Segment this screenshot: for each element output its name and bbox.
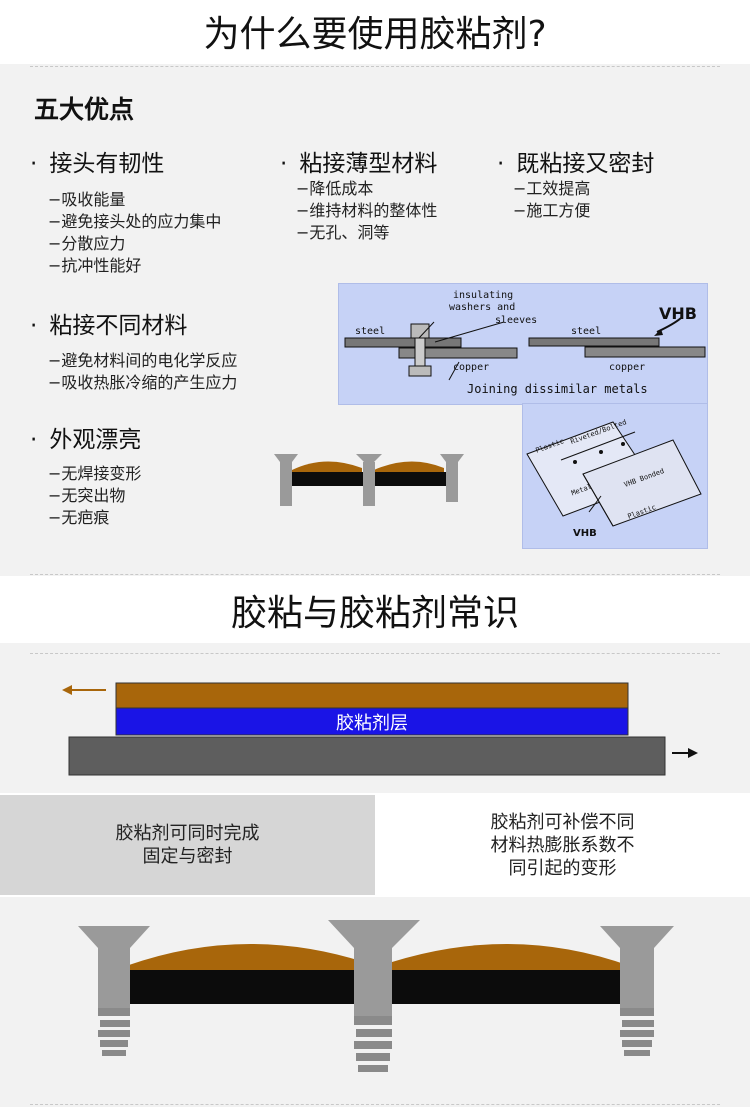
sub-point: −无突出物 — [48, 486, 126, 505]
label-washers: washers and — [449, 302, 516, 313]
note-seal-fix: 胶粘剂可同时完成 固定与密封 — [0, 795, 375, 895]
advantage-subs: −工效提高 −施工方便 — [513, 178, 590, 222]
label-copper-left: copper — [453, 362, 490, 373]
divider — [30, 574, 720, 575]
advantage-label: 粘接不同材料 — [49, 313, 188, 339]
dissimilar-metals-diagram: insulating washers and sleeves steel ste… — [338, 283, 708, 405]
note-thermal-compensation: 胶粘剂可补偿不同 材料热膨胀系数不 同引起的变形 — [375, 795, 750, 895]
note-line: 材料热膨胀系数不 — [490, 834, 635, 856]
label-vhb: VHB — [659, 304, 697, 323]
note-line: 同引起的变形 — [508, 857, 617, 879]
advantage-label: 外观漂亮 — [49, 427, 142, 453]
label-insulating: insulating — [453, 290, 514, 301]
sub-point: −吸收能量 — [48, 190, 126, 209]
sub-point: −降低成本 — [296, 179, 374, 198]
advantage-subs: −无焊接变形 −无突出物 −无疤痕 — [48, 463, 141, 529]
page-title: 为什么要使用胶粘剂? — [203, 14, 547, 55]
advantage-item: · 外观漂亮 — [30, 420, 141, 454]
label-steel-left: steel — [355, 326, 386, 337]
bullet-icon: · — [280, 151, 288, 177]
advantage-item: · 接头有韧性 — [30, 144, 164, 178]
large-screw-diagram — [78, 920, 674, 1072]
bullet-icon: · — [30, 427, 38, 453]
advantage-label: 接头有韧性 — [49, 151, 165, 177]
knowledge-title: 胶粘与胶粘剂常识 — [230, 593, 519, 634]
note-line: 胶粘剂可补偿不同 — [490, 811, 635, 833]
sub-point: −避免材料间的电化学反应 — [48, 351, 238, 370]
sub-point: −无孔、洞等 — [296, 223, 390, 242]
sub-point: −分散应力 — [48, 234, 126, 253]
dissimilar-metals-drawing — [344, 317, 706, 381]
sub-point: −工效提高 — [513, 179, 591, 198]
advantages-heading: 五大优点 — [34, 95, 135, 124]
small-screw-diagram — [274, 454, 464, 506]
label-sleeves: sleeves — [495, 315, 538, 326]
note-line: 胶粘剂可同时完成 — [115, 823, 260, 844]
bullet-icon: · — [30, 313, 38, 339]
plastic-metal-diagram: Plastic Riveted/Bolted Metal VHB Bonded … — [522, 403, 708, 549]
advantage-item: · 既粘接又密封 — [497, 144, 654, 178]
divider — [30, 653, 720, 654]
diagram-caption: Joining dissimilar metals — [467, 382, 648, 396]
divider — [30, 1104, 720, 1105]
adhesive-layer-label: 胶粘剂层 — [336, 712, 408, 734]
divider — [30, 66, 720, 67]
advantage-item: · 粘接不同材料 — [30, 306, 187, 340]
advantage-label: 既粘接又密封 — [516, 151, 655, 177]
advantage-subs: −吸收能量 −避免接头处的应力集中 −分散应力 −抗冲性能好 — [48, 189, 221, 277]
sub-point: −维持材料的整体性 — [296, 201, 438, 220]
advantage-item: · 粘接薄型材料 — [280, 144, 437, 178]
advantage-subs: −避免材料间的电化学反应 −吸收热胀冷缩的产生应力 — [48, 350, 237, 394]
advantage-subs: −降低成本 −维持材料的整体性 −无孔、洞等 — [296, 178, 437, 244]
adhesive-layer-diagram — [62, 682, 698, 776]
sub-point: −吸收热胀冷缩的产生应力 — [48, 373, 238, 392]
sub-point: −无焊接变形 — [48, 464, 142, 483]
bullet-icon: · — [30, 151, 38, 177]
label-copper-right: copper — [609, 362, 646, 373]
label-steel-right: steel — [571, 326, 602, 337]
sub-point: −抗冲性能好 — [48, 256, 142, 275]
advantage-label: 粘接薄型材料 — [299, 151, 438, 177]
sub-point: −施工方便 — [513, 201, 591, 220]
sub-point: −避免接头处的应力集中 — [48, 212, 222, 231]
bullet-icon: · — [497, 151, 505, 177]
note-line: 固定与密封 — [142, 846, 233, 867]
label-vhb-small: VHB — [573, 528, 597, 539]
plastic-metal-drawing — [526, 421, 702, 527]
sub-point: −无疤痕 — [48, 508, 110, 527]
